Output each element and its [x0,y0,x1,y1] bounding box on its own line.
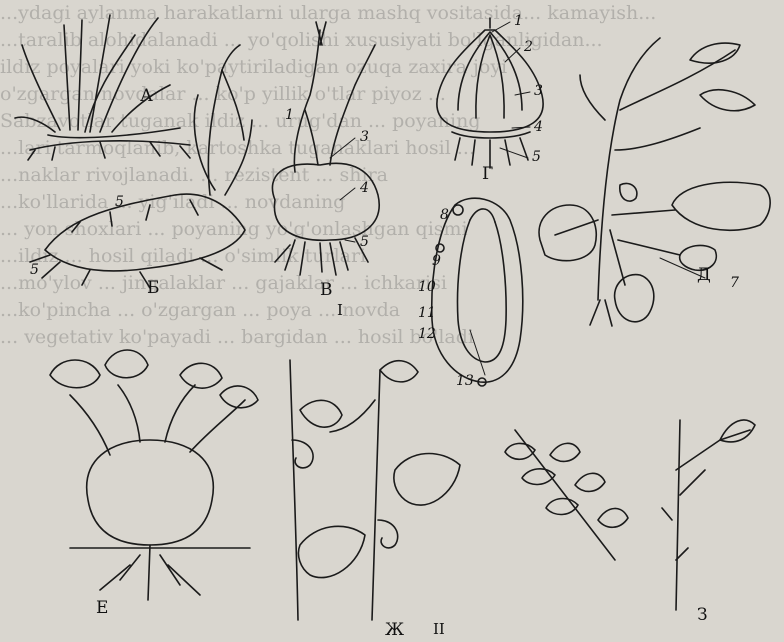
label-g: Г [482,166,493,183]
bulb-num-4: 4 [534,120,543,134]
rhizome-num-5-lower: 5 [30,263,39,277]
pinnate-leaf-drawing [505,420,755,610]
label-roman-1: I [337,303,343,318]
rhizome-num-5-upper: 5 [115,195,124,209]
section-num-12: 12 [418,327,436,341]
section-num-13: 13 [456,374,474,388]
label-v: В [320,282,333,299]
tuber-section-drawing [432,198,523,386]
label-b: Б [147,280,160,297]
bulb-num-5: 5 [532,150,541,164]
corm-num-3: 3 [360,130,369,144]
kohlrabi-drawing [50,350,258,600]
corm-num-4: 4 [360,181,369,195]
leader-lines [330,22,705,375]
label-roman-2: II [433,622,445,637]
grapevine-drawing [290,360,460,620]
bulb-num-1: 1 [514,14,523,28]
section-num-11: 11 [418,306,436,320]
label-e: Е [96,600,108,617]
bulb-num-3: 3 [534,84,543,98]
corm-num-5: 5 [360,235,369,249]
section-num-9: 9 [432,254,441,268]
label-z: З [697,607,708,624]
corm-num-1: 1 [285,108,294,122]
label-d: Д [697,267,711,284]
section-num-10: 10 [418,280,436,294]
grass-plant-drawing [15,15,190,160]
bulb-num-2: 2 [524,40,533,54]
label-a: А [140,88,153,105]
section-num-8: 8 [440,208,449,222]
label-zh: Ж [385,622,404,639]
potato-num-7: 7 [730,276,739,290]
rhizome-drawing [30,45,252,288]
